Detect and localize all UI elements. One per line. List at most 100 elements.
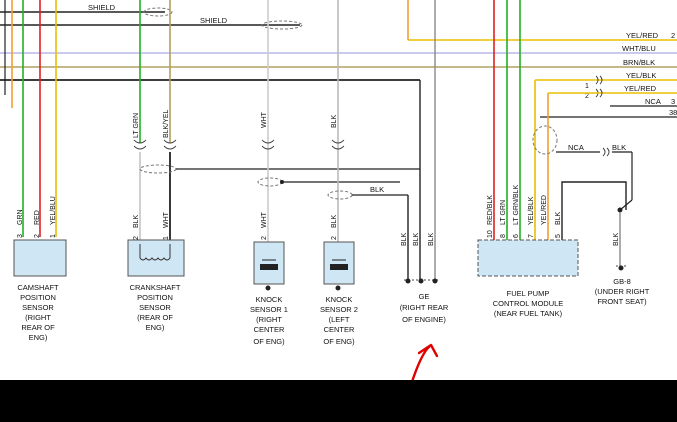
knock1-sensor-box bbox=[253, 241, 285, 285]
knock2-caption-3: (LEFT bbox=[329, 315, 350, 324]
knock2-wire-blk: BLK bbox=[331, 214, 338, 228]
yel-blk-label: YEL/BLK bbox=[626, 71, 656, 80]
knock2-sensor-box bbox=[323, 241, 355, 285]
gb8-wire-blk: BLK bbox=[613, 232, 620, 246]
cam-pin-2: 2 bbox=[34, 234, 41, 238]
fp-wire-blk: BLK bbox=[555, 211, 562, 225]
fp-connector-arc bbox=[602, 147, 610, 157]
knock1-caption-2: SENSOR 1 bbox=[250, 305, 288, 314]
knock1-ground-dot bbox=[265, 285, 271, 291]
brn-blk-label: BRN/BLK bbox=[623, 58, 655, 67]
ge-caption-3: OF ENGINE) bbox=[402, 315, 446, 324]
crank-wire-blk: BLK bbox=[133, 214, 140, 228]
fuel-pump-module-box bbox=[477, 239, 579, 277]
fp-wire-ltgrn: LT GRN bbox=[500, 200, 507, 225]
fp-wire-yelred: YEL/RED bbox=[541, 195, 548, 225]
fp-caption-2: CONTROL MODULE bbox=[493, 299, 564, 308]
crank-caption-5: ENG) bbox=[146, 323, 165, 332]
ge-wire-blk-2: BLK bbox=[413, 232, 420, 246]
switch-line bbox=[619, 199, 633, 211]
knock2-caption-1: KNOCK bbox=[326, 295, 353, 304]
ge-wire-blk-1: BLK bbox=[401, 232, 408, 246]
knock1-caption-5: OF ENG) bbox=[253, 337, 285, 346]
edge-2-label: 2 bbox=[671, 31, 675, 40]
gb8-caption-1: GB-8 bbox=[613, 277, 631, 286]
yel-red-label-2: YEL/RED bbox=[624, 84, 657, 93]
wht-blu-label: WHT/BLU bbox=[622, 44, 656, 53]
edge-3-label: 3 bbox=[671, 97, 675, 106]
knock1-connector bbox=[261, 139, 275, 150]
fp-wire-redblk: RED/BLK bbox=[487, 195, 494, 225]
camshaft-caption-6: ENG) bbox=[29, 333, 48, 342]
camshaft-sensor-box bbox=[13, 239, 67, 277]
knock1-shield bbox=[257, 177, 283, 187]
ge-caption-1: GE bbox=[419, 292, 430, 301]
crank-caption-3: SENSOR bbox=[139, 303, 171, 312]
shield-label-2: SHIELD bbox=[200, 16, 228, 25]
camshaft-caption-4: (RIGHT bbox=[25, 313, 51, 322]
fp-pin-7: 7 bbox=[528, 234, 535, 238]
bottom-black-bar bbox=[0, 380, 677, 422]
knock2-caption-5: OF ENG) bbox=[323, 337, 355, 346]
knock1-caption-3: (RIGHT bbox=[256, 315, 282, 324]
gb8-caption-3: FRONT SEAT) bbox=[597, 297, 647, 306]
fp-pin-8: 8 bbox=[500, 234, 507, 238]
cam-wire-grn: GRN bbox=[17, 209, 24, 225]
switch-dot bbox=[617, 207, 623, 213]
fp-caption-3: (NEAR FUEL TANK) bbox=[494, 309, 563, 318]
cam-pin-3: 3 bbox=[17, 234, 24, 238]
cam-wire-yelblu: YEL/BLU bbox=[50, 196, 57, 225]
ge-wire-blk-3: BLK bbox=[428, 232, 435, 246]
knock2-caption-2: SENSOR 2 bbox=[320, 305, 358, 314]
crank-pin-1: 1 bbox=[163, 236, 170, 240]
fp-pin-5: 5 bbox=[555, 234, 562, 238]
knock2-symbol bbox=[330, 264, 348, 270]
crank-coil-symbol bbox=[139, 244, 171, 261]
ge-dot-2 bbox=[418, 278, 424, 284]
nca-label-top: NCA bbox=[645, 97, 661, 106]
crank-caption-2: POSITION bbox=[137, 293, 173, 302]
fp-nca-label: NCA bbox=[568, 143, 584, 152]
yel-red-label: YEL/RED bbox=[626, 31, 659, 40]
knock2-connector bbox=[331, 139, 345, 150]
fp-wire-ltgrnblk: LT GRN/BLK bbox=[513, 184, 520, 225]
fp-pin-6: 6 bbox=[513, 234, 520, 238]
knock1-caption-4: CENTER bbox=[254, 325, 285, 334]
crank-pin-2: 2 bbox=[133, 236, 140, 240]
shield-label-1: SHIELD bbox=[88, 3, 116, 12]
knock1-wire-wht: WHT bbox=[261, 211, 268, 228]
pin-2-label: 2 bbox=[585, 93, 589, 100]
fp-caption-1: FUEL PUMP bbox=[507, 289, 550, 298]
camshaft-caption-1: CAMSHAFT bbox=[17, 283, 59, 292]
knock2-caption-4: CENTER bbox=[324, 325, 355, 334]
knock2-ground-dot bbox=[335, 285, 341, 291]
camshaft-caption-3: SENSOR bbox=[22, 303, 54, 312]
knock1-top-wht: WHT bbox=[261, 111, 268, 128]
ge-dot-3 bbox=[432, 278, 438, 284]
gb8-dot bbox=[618, 265, 624, 271]
shield-ellipse-2 bbox=[261, 20, 303, 30]
crank-caption-1: CRANKSHAFT bbox=[130, 283, 181, 292]
crank-top-ltgrn: LT GRN bbox=[133, 113, 140, 138]
gb8-caption-2: (UNDER RIGHT bbox=[595, 287, 650, 296]
connector-arc-1 bbox=[595, 75, 603, 85]
shield-ellipse-1 bbox=[143, 7, 173, 17]
camshaft-caption-2: POSITION bbox=[20, 293, 56, 302]
edge-38-label: 38 bbox=[669, 108, 677, 117]
cam-wire-red: RED bbox=[34, 210, 41, 225]
cam-pin-1: 1 bbox=[50, 234, 57, 238]
fp-blk-label: BLK bbox=[612, 143, 626, 152]
crankshaft-sensor-box bbox=[127, 239, 185, 277]
ge-blk-label: BLK bbox=[370, 185, 384, 194]
ge-caption-2: (RIGHT REAR bbox=[400, 303, 449, 312]
knock1-caption-1: KNOCK bbox=[256, 295, 283, 304]
fp-pin-10: 10 bbox=[487, 230, 494, 238]
knock2-pin: 2 bbox=[331, 236, 338, 240]
pin-1-label: 1 bbox=[585, 83, 589, 90]
camshaft-caption-5: REAR OF bbox=[21, 323, 55, 332]
knock1-symbol bbox=[260, 264, 278, 270]
red-arrow-head bbox=[417, 343, 439, 358]
crank-connector bbox=[133, 139, 177, 150]
fp-wire-yelblk: YEL/BLK bbox=[528, 196, 535, 225]
